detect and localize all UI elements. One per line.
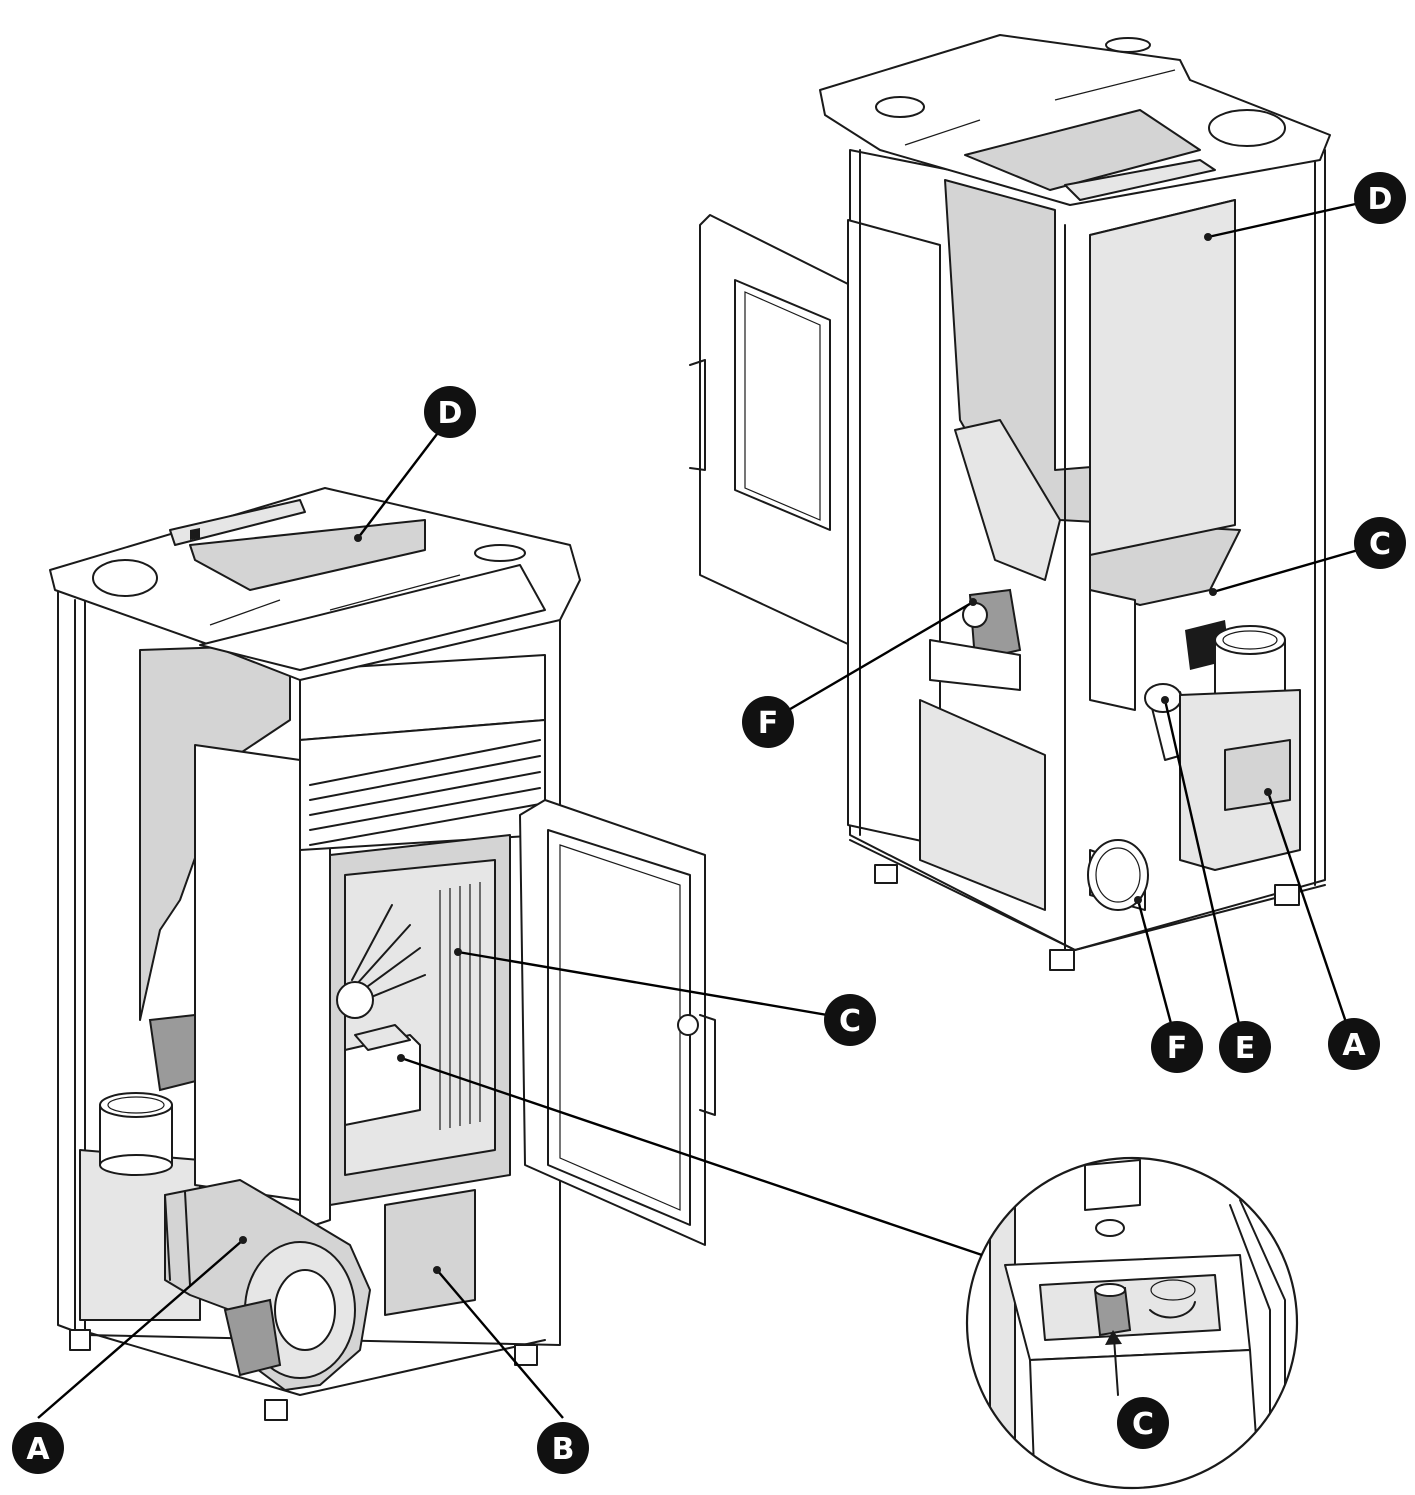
left-stove-feet	[69, 1329, 538, 1421]
left-stove-top	[49, 487, 581, 681]
detail-inset-content	[989, 1159, 1286, 1488]
leader-lines	[37, 197, 1380, 1419]
callout-right-e-label: E	[1235, 1031, 1256, 1066]
right-stove-fan-inspection-panel	[1224, 739, 1291, 811]
right-stove-chute	[954, 419, 1061, 581]
left-stove-door	[519, 799, 716, 1246]
right-stove-control-board	[1089, 589, 1136, 711]
right-stove-door	[689, 214, 851, 646]
leader-right-d	[1207, 197, 1379, 239]
callout-detail-c: C	[1117, 1397, 1169, 1449]
right-stove-lower-box	[919, 699, 1046, 911]
right-stove-hopper-back	[1089, 199, 1236, 556]
callout-right-a: A	[1328, 1018, 1380, 1070]
callout-right-f-upper-label: F	[758, 706, 779, 741]
left-stove-smoke-fan	[164, 1179, 371, 1391]
leader-right-e	[1163, 699, 1246, 1047]
right-stove-lower-inlet	[1087, 839, 1149, 911]
callout-right-f-lower-label: F	[1167, 1031, 1188, 1066]
right-stove-smoke-outlet	[1214, 625, 1286, 701]
left-stove-firebox-inner	[344, 859, 496, 1176]
right-stove-feed-motor	[929, 588, 1022, 691]
callout-right-d-label: D	[1368, 182, 1393, 217]
left-stove-air-pipe	[99, 1092, 173, 1176]
leader-right-c	[1212, 542, 1380, 594]
callout-right-c: C	[1354, 517, 1406, 569]
callout-left-c: C	[824, 994, 876, 1046]
left-stove-inspection-panel	[384, 1189, 476, 1316]
callout-left-d: D	[424, 386, 476, 438]
callout-left-b: B	[537, 1422, 589, 1474]
leader-to-detail	[400, 1056, 983, 1257]
callout-right-f-upper: F	[742, 696, 794, 748]
right-stove-feet	[874, 864, 1300, 971]
right-stove	[689, 34, 1331, 971]
callout-left-b-label: B	[552, 1432, 575, 1467]
callout-right-c-label: C	[1369, 527, 1391, 562]
left-stove-feed-motor	[148, 1013, 202, 1092]
leader-left-c	[457, 950, 846, 1020]
callout-right-e: E	[1219, 1021, 1271, 1073]
leader-left-a	[37, 1239, 244, 1419]
callout-right-a-label: A	[1342, 1028, 1366, 1063]
detail-inset	[965, 1156, 1299, 1490]
leader-points	[239, 233, 1272, 1274]
left-stove-base-rail	[79, 1329, 546, 1396]
leader-right-f-lower	[1136, 899, 1179, 1047]
leader-right-a	[1266, 791, 1355, 1044]
left-stove-brazier-top	[354, 1024, 411, 1051]
right-stove-top	[819, 34, 1331, 206]
callout-right-d: D	[1354, 172, 1406, 224]
callout-right-f-lower: F	[1151, 1021, 1203, 1073]
left-stove-firebox-ribs	[439, 882, 481, 1130]
callout-left-a-label: A	[26, 1432, 50, 1467]
left-stove	[49, 487, 716, 1421]
left-stove-brazier	[344, 1034, 421, 1126]
callout-left-d-label: D	[438, 396, 463, 431]
left-stove-sunburst	[336, 904, 426, 1019]
left-stove-louvres	[299, 719, 546, 851]
callout-left-c-label: C	[839, 1004, 861, 1039]
leader-left-b	[436, 1269, 564, 1419]
callout-left-a: A	[12, 1422, 64, 1474]
leader-right-f-upper	[767, 600, 974, 724]
left-stove-body-column	[194, 744, 301, 1201]
callout-detail-c-label: C	[1132, 1407, 1154, 1442]
